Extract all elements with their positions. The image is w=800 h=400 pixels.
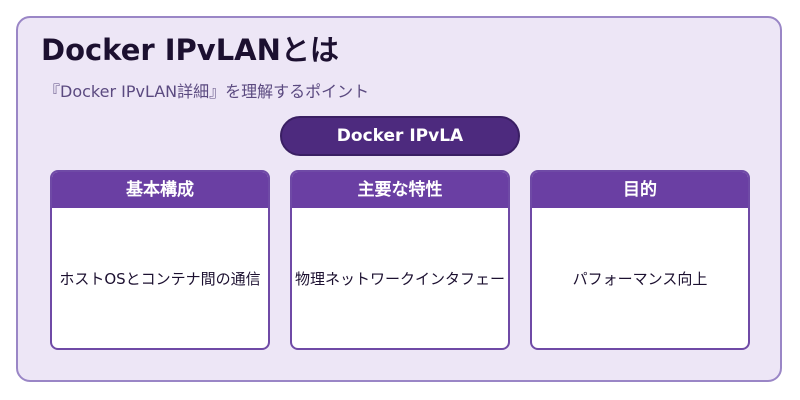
card-header: 主要な特性 (292, 172, 508, 208)
card-body: 物理ネットワークインタフェー (294, 270, 505, 288)
card-header: 基本構成 (52, 172, 268, 208)
diagram-title: Docker IPvLANとは (41, 33, 339, 67)
card-header: 目的 (532, 172, 748, 208)
card-body: ホストOSとコンテナ間の通信 (59, 270, 261, 288)
card-body: パフォーマンス向上 (572, 270, 708, 288)
card-main-features: 主要な特性 物理ネットワークインタフェー (290, 170, 510, 350)
diagram-subtitle: 『Docker IPvLAN詳細』を理解するポイント (44, 82, 370, 101)
center-node: Docker IPvLA (280, 116, 520, 156)
card-basic-structure: 基本構成 ホストOSとコンテナ間の通信 (50, 170, 270, 350)
card-purpose: 目的 パフォーマンス向上 (530, 170, 750, 350)
